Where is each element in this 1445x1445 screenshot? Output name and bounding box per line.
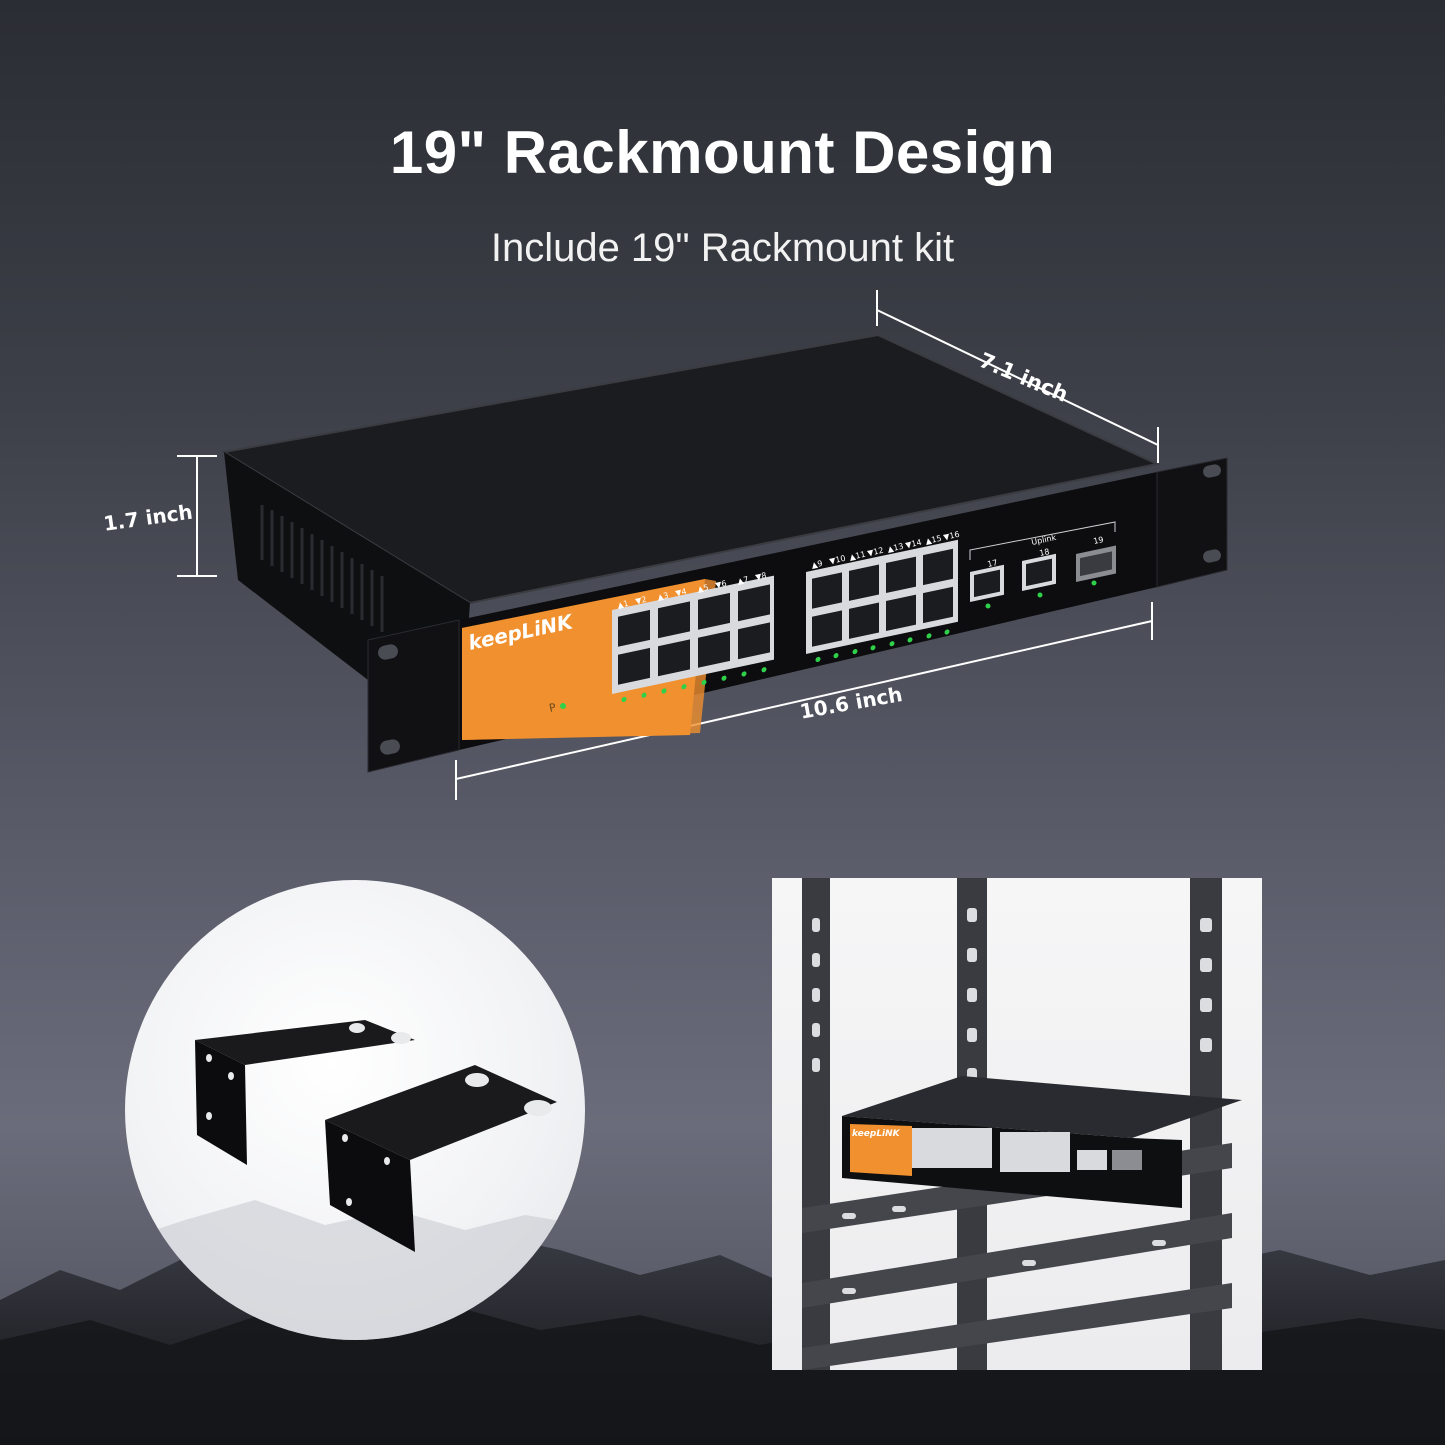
port-label: ▲13 [887, 542, 905, 554]
bracket-2 [325, 1065, 557, 1252]
left-ear-hole-bottom [380, 739, 400, 755]
uplink-port-18-label: 18 [1039, 547, 1051, 558]
port-label: ▲1 [617, 599, 630, 610]
uplink-port-17-label: 17 [987, 558, 999, 569]
port-label: ▼14 [905, 538, 923, 550]
power-led [560, 703, 566, 709]
chassis-top [224, 335, 1157, 603]
right-rack-ear [1156, 457, 1228, 588]
depth-dimension-line [876, 290, 1159, 463]
rackmount-brackets-photo [125, 880, 585, 1340]
port-label: ▲5 [697, 583, 710, 594]
rack-illustration: keepLiNK [802, 878, 1242, 1370]
brackets-illustration [125, 1020, 585, 1340]
port-label: ▼16 [943, 530, 961, 542]
sfp-port-label: 19 [1093, 535, 1105, 546]
port-label: ▲3 [657, 591, 670, 602]
height-dimension-line [177, 455, 217, 577]
port-block-right [806, 539, 958, 663]
mounted-switch-brand: keepLiNK [852, 1129, 901, 1139]
port-label: ▼8 [755, 571, 768, 582]
page-subtitle: Include 19" Rackmount kit [490, 226, 955, 270]
bracket-1 [195, 1020, 415, 1165]
right-ear-hole-bottom [1203, 549, 1221, 563]
port-label: ▲7 [737, 575, 750, 586]
port-label: ▲15 [925, 534, 943, 546]
mounted-switch: keepLiNK [842, 1076, 1242, 1208]
port-block-left [612, 575, 774, 703]
right-ear-hole-top [1203, 464, 1221, 478]
port-label: ▲11 [849, 550, 867, 562]
port-label: ▼12 [867, 546, 885, 558]
rack-installation-photo: keepLiNK [772, 878, 1262, 1370]
page-title: 19" Rackmount Design [389, 119, 1056, 186]
left-ear-hole-top [378, 644, 398, 660]
port-label: ▼10 [829, 554, 847, 566]
width-dimension-line [455, 602, 1153, 800]
uplink-section: Uplink 17 18 19 [969, 521, 1116, 609]
port-label: ▼4 [675, 587, 688, 598]
port-label: ▲9 [811, 559, 824, 570]
power-label: P [548, 701, 558, 715]
port-label: ▼2 [635, 595, 648, 606]
port-label: ▼6 [715, 579, 728, 590]
